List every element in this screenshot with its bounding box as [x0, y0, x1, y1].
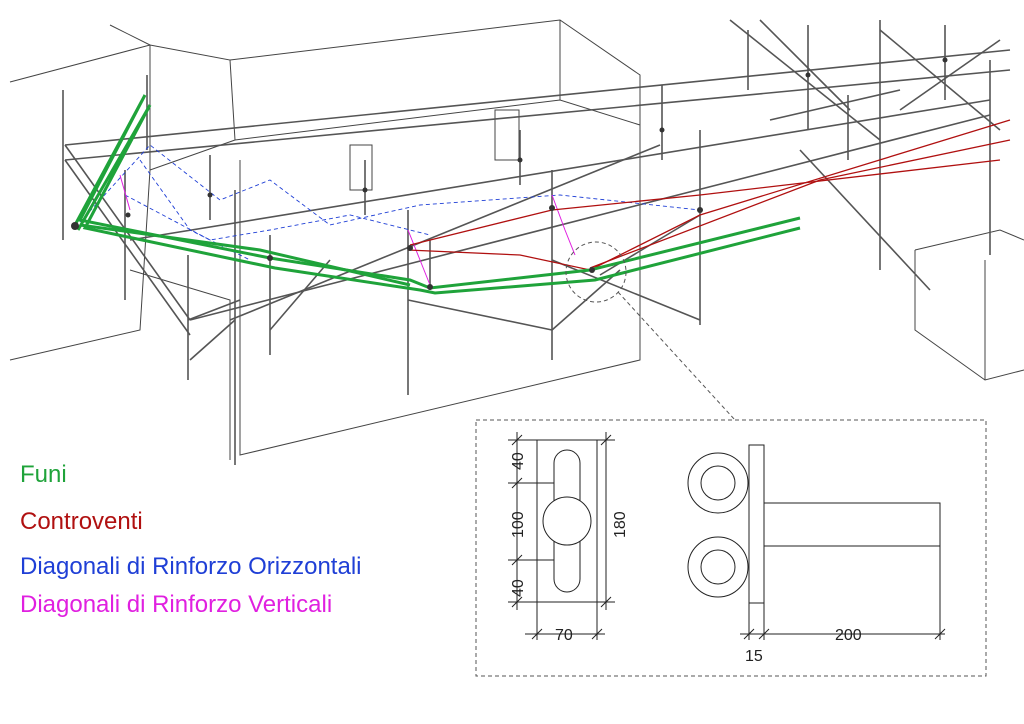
detail-callout: [475, 241, 987, 677]
dim-mid: 100: [510, 511, 527, 538]
detail-dimension-labels: 40 100 40 180 70 15 200: [510, 452, 862, 665]
dim-length: 200: [835, 627, 862, 644]
detail-plate-front: [508, 432, 615, 640]
dim-bottom: 40: [510, 579, 527, 597]
detail-bracket-side: [687, 444, 946, 640]
building-outline: [9, 19, 1024, 460]
legend-funi: Funi: [20, 461, 67, 488]
dim-height: 180: [612, 511, 629, 538]
diagonali-orizzontali-lines: [79, 144, 701, 261]
legend-controventi: Controventi: [20, 508, 143, 535]
legend-diagonali-orizzontali: Diagonali di Rinforzo Orizzontali: [20, 553, 362, 580]
funi-lines: [73, 94, 801, 295]
dim-top: 40: [510, 452, 527, 470]
legend-diagonali-verticali: Diagonali di Rinforzo Verticali: [20, 591, 333, 618]
scaffold-frame: [62, 19, 1011, 465]
dim-width: 70: [555, 627, 573, 644]
scaffold-clamps: [71, 57, 948, 290]
diagonali-verticali-lines: [119, 174, 576, 286]
controventi-lines: [407, 119, 1011, 271]
dim-thickness: 15: [745, 648, 763, 665]
